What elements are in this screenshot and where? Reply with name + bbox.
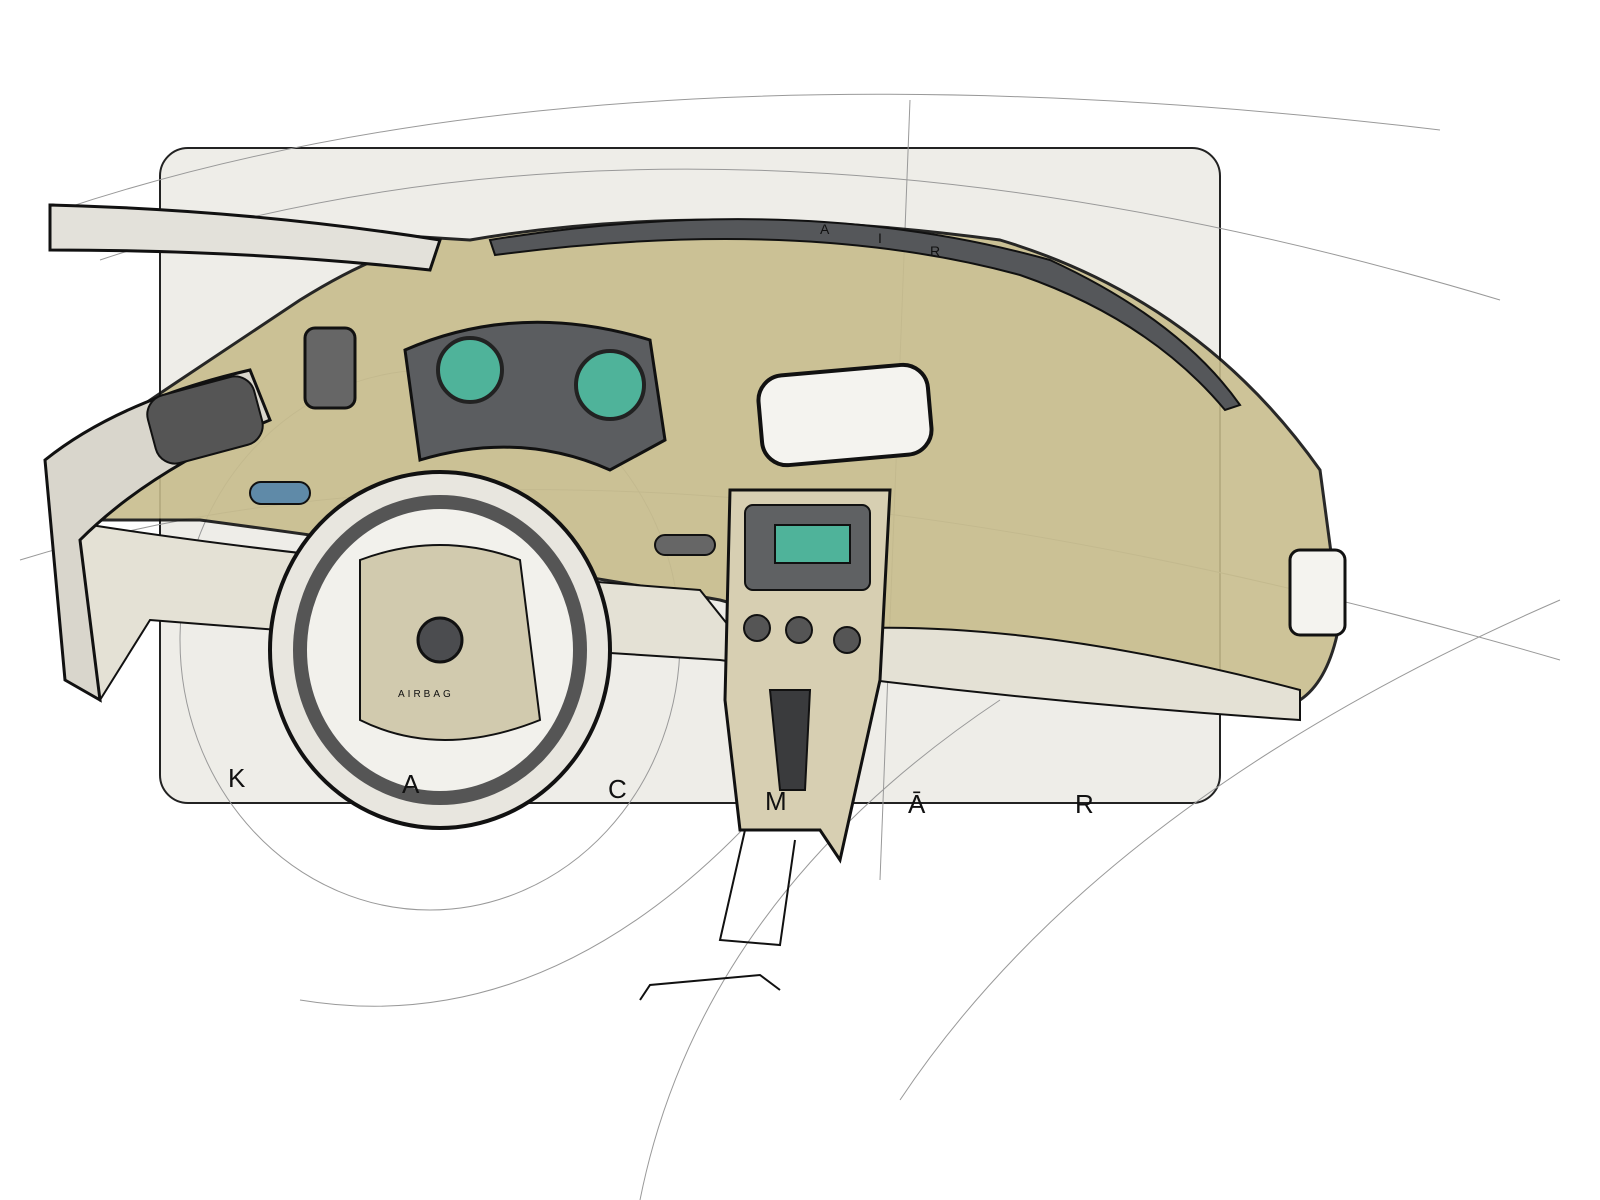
door-handle xyxy=(146,375,264,465)
signature-letter-1: K xyxy=(228,763,246,793)
door-panel xyxy=(43,368,272,703)
signature-letter-6: R xyxy=(1075,789,1094,819)
center-air-vent xyxy=(756,362,934,468)
gear-shifter xyxy=(768,689,812,791)
signature-letter-3: C xyxy=(608,774,627,804)
signature-letter-2: A xyxy=(402,769,420,799)
speedometer-gauge xyxy=(574,349,646,421)
steering-logo xyxy=(416,616,464,664)
a-pillar xyxy=(48,203,442,272)
radio-display xyxy=(774,524,851,564)
airbag-label: AIRBAG xyxy=(398,689,454,700)
dash-letter-r: R xyxy=(930,243,940,259)
turn-signal-stalk xyxy=(249,481,311,505)
center-tunnel xyxy=(718,829,796,947)
climate-knob-left xyxy=(743,614,771,642)
left-air-vent xyxy=(303,326,357,410)
dash-letter-a: A xyxy=(820,221,830,237)
signature-letter-4: M xyxy=(765,786,787,816)
console-base xyxy=(639,973,781,1001)
wiper-stalk xyxy=(654,534,716,556)
climate-knob-right xyxy=(833,626,861,654)
dash-letter-i: I xyxy=(878,230,882,246)
signature-letter-5: Ā xyxy=(908,789,926,819)
defrost-vent-strip xyxy=(488,218,1242,412)
passenger-air-vent xyxy=(1288,548,1347,637)
climate-knob-center xyxy=(785,616,813,644)
tachometer-gauge xyxy=(436,336,504,404)
